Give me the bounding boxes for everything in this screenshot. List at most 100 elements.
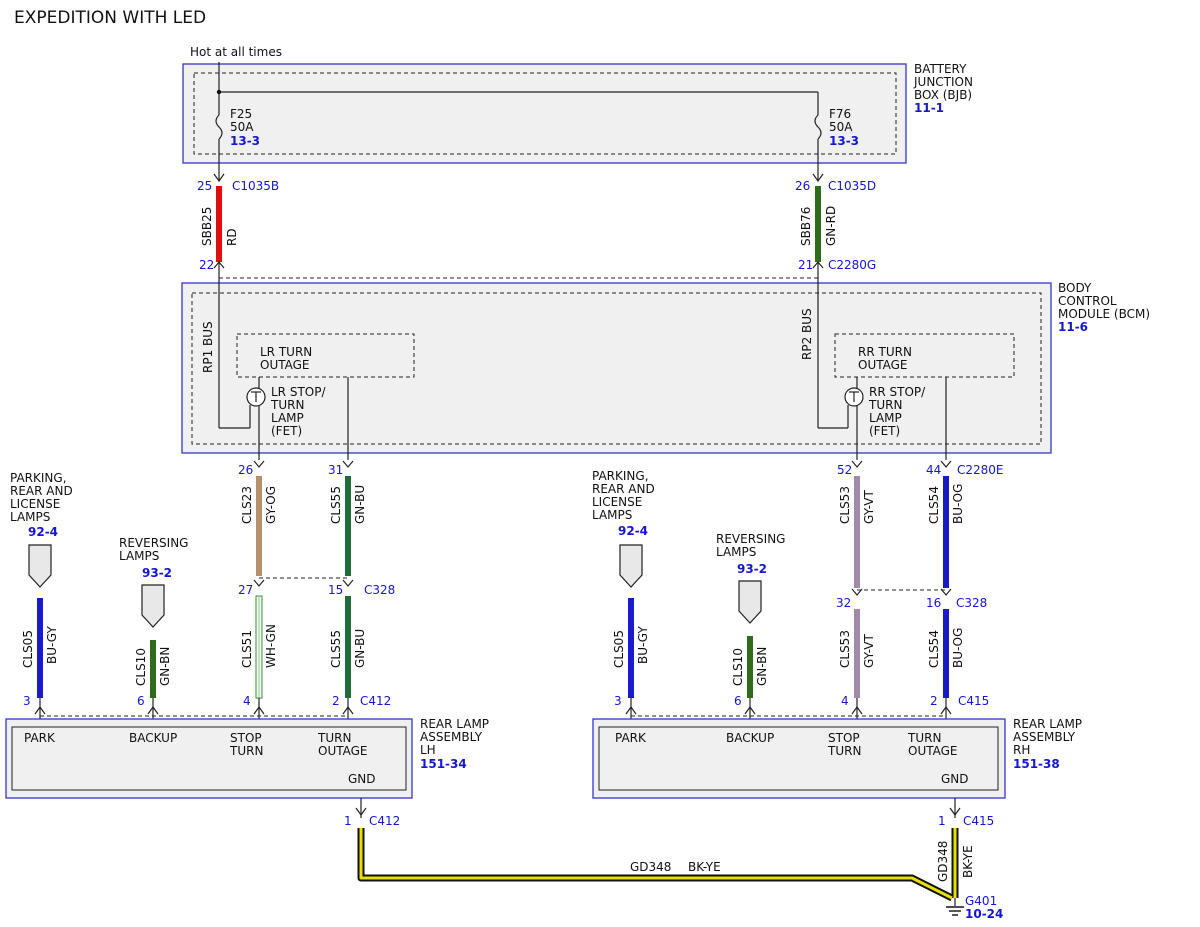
rh-park-ref-line-3: LICENSE: [592, 495, 642, 509]
lr-fet-line-3: LAMP: [271, 411, 304, 425]
lh-park-plug-icon: [28, 544, 52, 588]
ground-g401[interactable]: G401: [965, 894, 997, 908]
wire-cls53-upper: [854, 476, 860, 588]
connector-c1035d[interactable]: C1035D: [828, 179, 876, 193]
connector-c2280e[interactable]: C2280E: [957, 463, 1004, 477]
rh-assembly-inner: [598, 726, 999, 791]
pin-26b: 26: [238, 463, 253, 477]
wire-cls53-lower-color: GY-VT: [862, 634, 876, 668]
lh-pin-gnd: GND: [348, 772, 376, 786]
lh-park-ref[interactable]: 92-4: [28, 525, 58, 539]
connector-c412[interactable]: C412: [360, 694, 391, 708]
rh-rev-plug-icon: [738, 580, 762, 624]
wire-cls55-circuit: CLS55: [329, 486, 343, 524]
pin-31: 31: [328, 463, 343, 477]
rh-rev-ref[interactable]: 93-2: [737, 562, 767, 576]
rh-ref[interactable]: 151-38: [1013, 757, 1060, 771]
connector-c328-right[interactable]: C328: [956, 596, 987, 610]
wire-cls05-rh-color: BU-GY: [636, 626, 650, 664]
wire-cls05-lh-circuit: CLS05: [21, 630, 35, 668]
connector-arrow-icon: [949, 807, 961, 817]
wire-sbb25: [216, 186, 222, 262]
bjb-ref[interactable]: 11-1: [914, 101, 944, 115]
wire-sbb76-color: GN-RD: [824, 206, 838, 246]
wire-cls10-lh-circuit: CLS10: [134, 648, 148, 686]
bcm-name-line-2: CONTROL: [1058, 294, 1117, 308]
lr-outage-line-2: OUTAGE: [260, 358, 310, 372]
connector-arrow-icon: [253, 460, 265, 468]
rh-pin-stop-line-2: TURN: [827, 744, 861, 758]
lr-outage-box: [236, 333, 415, 378]
ground-ref[interactable]: 10-24: [965, 907, 1003, 921]
ground-icon: [946, 906, 964, 916]
rh-name-line-3: RH: [1013, 743, 1030, 757]
bcm-name-line-1: BODY: [1058, 281, 1092, 295]
pin-27: 27: [238, 583, 253, 597]
connector-c2280g[interactable]: C2280G: [828, 258, 876, 272]
pin-3-lh: 3: [23, 694, 31, 708]
fuse-f25-rating: 50A: [230, 120, 254, 134]
lr-fet-line-2: TURN: [270, 398, 304, 412]
fuse-f76-ref[interactable]: 13-3: [829, 134, 859, 148]
lh-rev-ref-line-1: REVERSING: [119, 536, 188, 550]
wire-cls54-lower: [943, 609, 949, 698]
connector-arrow-icon: [253, 579, 265, 587]
bjb-name-line-1: BATTERY: [914, 62, 967, 76]
rh-park-ref[interactable]: 92-4: [618, 524, 648, 538]
connector-c412-ground[interactable]: C412: [369, 814, 400, 828]
wire-cls23-color: GY-OG: [264, 486, 278, 524]
wire-sbb25-color: RD: [225, 228, 239, 246]
wire-sbb25-circuit: SBB25: [200, 207, 214, 246]
wire-cls23-circuit: CLS23: [240, 486, 254, 524]
wire-cls55-lower-circuit: CLS55: [329, 630, 343, 668]
connector-c415[interactable]: C415: [958, 694, 989, 708]
connector-arrow-icon: [342, 460, 354, 468]
wire-cls55-lower: [345, 596, 351, 698]
pin-1-rh: 1: [938, 814, 946, 828]
connector-arrow-icon: [940, 588, 952, 596]
connector-c1035b[interactable]: C1035B: [232, 179, 279, 193]
wire-cls05-lh: [37, 598, 43, 698]
connector-c415-ground[interactable]: C415: [963, 814, 994, 828]
wire-cls51-circuit: CLS51: [240, 630, 254, 668]
pin-6-rh: 6: [734, 694, 742, 708]
lh-park-ref-line-1: PARKING,: [10, 471, 67, 485]
connector-arrow-icon: [812, 173, 824, 183]
bus-rp2-label: RP2 BUS: [800, 308, 814, 360]
connector-arrow-icon: [342, 579, 354, 587]
rh-pin-turn-line-2: OUTAGE: [908, 744, 958, 758]
hot-at-all-times-label: Hot at all times: [190, 45, 282, 59]
lh-rev-ref[interactable]: 93-2: [142, 566, 172, 580]
fuse-f25-name: F25: [230, 107, 252, 121]
connector-arrow-icon: [851, 460, 863, 468]
pin-4-lh: 4: [243, 694, 251, 708]
lh-ref[interactable]: 151-34: [420, 757, 467, 771]
pin-22: 22: [199, 258, 214, 272]
pin-21: 21: [798, 258, 813, 272]
wire-cls54-lower-circuit: CLS54: [927, 630, 941, 668]
wire-gd348-color-vertical: BK-YE: [961, 845, 975, 878]
lh-park-ref-line-2: REAR AND: [10, 484, 73, 498]
rr-outage-line-2: OUTAGE: [858, 358, 908, 372]
diagram-title: EXPEDITION WITH LED: [14, 8, 206, 28]
wire-gd348-circuit-vertical: GD348: [936, 841, 950, 882]
wire-gd348-color: BK-YE: [688, 860, 721, 874]
rr-fet-line-2: TURN: [868, 398, 902, 412]
fuse-f25-ref[interactable]: 13-3: [230, 134, 260, 148]
connector-arrow-icon: [940, 460, 952, 468]
rh-name-line-1: REAR LAMP: [1013, 717, 1082, 731]
wire-gd348-circuit: GD348: [630, 860, 671, 874]
rh-pin-stop-line-1: STOP: [828, 731, 860, 745]
pin-25: 25: [197, 179, 212, 193]
bjb-name-line-2: JUNCTION: [913, 75, 973, 89]
bcm-ref[interactable]: 11-6: [1058, 320, 1088, 334]
pin-1-lh: 1: [344, 814, 352, 828]
lr-fet-line-4: (FET): [271, 424, 302, 438]
rr-fet-line-3: LAMP: [869, 411, 902, 425]
pin-44: 44: [926, 463, 941, 477]
connector-c328-left[interactable]: C328: [364, 583, 395, 597]
lh-name-line-1: REAR LAMP: [420, 717, 489, 731]
wire-cls54-lower-color: BU-OG: [951, 628, 965, 668]
connector-arrow-icon: [851, 588, 863, 596]
bjb-inner: [193, 72, 897, 155]
